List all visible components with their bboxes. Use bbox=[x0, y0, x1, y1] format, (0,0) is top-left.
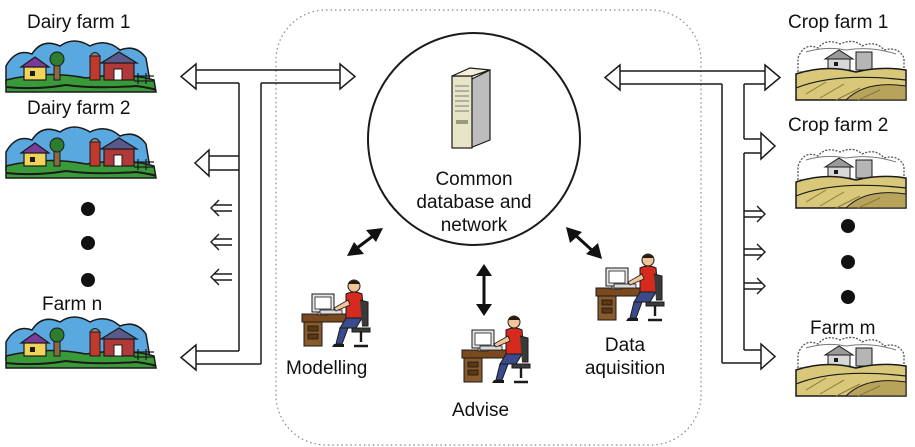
modelling-workstation-icon bbox=[300, 278, 372, 349]
server-icon bbox=[451, 67, 491, 149]
dairy-small-arrows bbox=[210, 199, 232, 286]
farm-m-image bbox=[795, 336, 907, 397]
modelling-label: Modelling bbox=[286, 358, 368, 379]
advise-workstation-icon bbox=[460, 314, 532, 385]
crop-farm-2-label: Crop farm 2 bbox=[788, 115, 889, 136]
common-database-line-1: Common bbox=[435, 169, 513, 190]
common-database-line-2: database and bbox=[416, 192, 532, 213]
dairy-ellipsis-dots bbox=[81, 202, 95, 287]
dairy-farm-1-label: Dairy farm 1 bbox=[27, 12, 131, 33]
dairy-farm-2-image bbox=[5, 126, 157, 179]
data-acquisition-link-arrow bbox=[566, 227, 602, 259]
farm-m-label: Farm m bbox=[810, 318, 876, 339]
dairy-farm-1-image bbox=[5, 40, 157, 93]
dairy-farm-2-label: Dairy farm 2 bbox=[27, 98, 131, 119]
data-acquisition-workstation-icon bbox=[594, 252, 666, 323]
data-acquisition-line-2: aquisition bbox=[584, 358, 666, 379]
data-acquisition-label: Data aquisition bbox=[570, 334, 680, 380]
data-acquisition-line-1: Data bbox=[604, 335, 646, 356]
crop-farm-1-image bbox=[795, 40, 907, 101]
crop-farm-1-label: Crop farm 1 bbox=[788, 12, 889, 33]
farm-n-image bbox=[5, 316, 157, 369]
modelling-link-arrow bbox=[347, 228, 383, 256]
common-database-line-3: network bbox=[440, 215, 508, 236]
advise-label: Advise bbox=[452, 400, 510, 421]
dairy-data-bus bbox=[179, 62, 357, 372]
crop-farm-2-image bbox=[795, 148, 907, 209]
crop-ellipsis-dots bbox=[841, 219, 855, 304]
advise-link-arrow bbox=[476, 264, 492, 316]
network-boundary bbox=[275, 9, 702, 446]
crop-small-arrows bbox=[744, 205, 766, 295]
farm-n-label: Farm n bbox=[42, 294, 103, 315]
crop-data-bus bbox=[603, 63, 782, 371]
common-database-label: Common database and network bbox=[404, 168, 544, 237]
